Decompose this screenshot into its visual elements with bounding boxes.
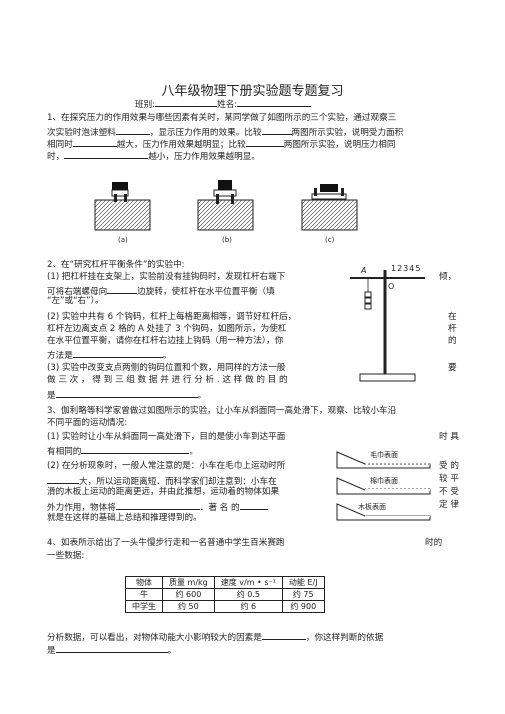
class-field: 班别: 姓名: [135, 97, 312, 111]
table-header-row: 物体 质量 m/kg 速度 v/m • s⁻¹ 动能 E/J [125, 576, 325, 589]
q2-line10: 做 三 次 ， 得 到 三 组 数 据 并 进 行 分 析 . 这 样 做 的 … [47, 375, 288, 385]
q2-line11: 是。 [47, 388, 206, 402]
q4-line4: 是。 [47, 643, 176, 657]
q4-line1: 4、如表所示给出了一头牛慢步行走和一名普通中学生百米赛跑 [47, 538, 285, 548]
q4-line1-end: 时的 [425, 538, 443, 548]
foam-pressure-figure [94, 180, 358, 231]
q4-line2: 一些数据: [47, 551, 85, 561]
incline-surfaces-figure [336, 451, 431, 521]
table-row: 牛 约 600 约 0.5 约 75 [125, 588, 325, 601]
figure-a-label: (a) [118, 236, 128, 244]
lever-scale-numbers: 12345 [391, 264, 422, 273]
name-label: 姓名: [217, 100, 238, 110]
q2-line6: 杠杆左边离支点 2 格的 A 处挂了 3 个钩码，如图所示，为使杠 [47, 324, 287, 334]
q3-line5-end: 受 的 [439, 461, 459, 471]
q3-line1: 3、伽利略等科学家曾做过如图所示的实验，让小车从斜面同一高处滑下，观察、比较小车… [47, 406, 397, 416]
q3-line3: (1) 实验时让小车从斜面同一高处滑下，目的是使小车到达平面 [47, 432, 286, 442]
q3-line8-end: 定 律 [439, 500, 459, 510]
figure-c-label: (c) [325, 236, 335, 244]
class-label: 班别: [135, 100, 156, 110]
q3-line6: 大，所以运动距离短．而科学家们却注意到：小车在 [47, 474, 277, 488]
q1-line3: 相同时越大，压力作用效果越明显；比较两图所示实验，说明压力相同 [47, 137, 395, 151]
figure-a [94, 182, 151, 231]
q3-line7: 滑的木板上运动的距离更远，并由此推想，运动着的物体如果 [47, 487, 280, 497]
surface-towel-label: 毛巾表面 [370, 451, 398, 459]
q2-line5-end: 在 [448, 312, 457, 322]
q2-line7: 在水平位置平衡，请你在杠杆右边挂上钩码（用一种方法），你 [47, 336, 284, 346]
table-row: 中学生 约 50 约 6 约 900 [125, 600, 325, 613]
q3-line6-end: 较 平 [439, 474, 459, 484]
lever-figure [350, 270, 425, 382]
q2-line8: 方法是。 [47, 348, 171, 362]
q3-line5: (2) 在分析现象时，一般人常注意的是：小车在毛巾上运动时所 [47, 461, 286, 471]
lever-pivot-o: O [388, 282, 395, 291]
q2-line4: “左”或“右”）。 [47, 296, 104, 306]
q3-line3-end: 时 具 [439, 432, 459, 442]
q2-line3: 可将右端螺母向边旋转，使杠杆在水平位置平衡（填 [47, 284, 275, 298]
q2-line2-end: 倾， [439, 272, 457, 282]
q2-line1: 2、在“研究杠杆平衡条件”的实验中: [47, 260, 185, 270]
q2-line9: (3) 实验中改变支点两侧的钩码位置和个数，用同样的方法一般 [47, 363, 286, 373]
page-title: 八年级物理下册实验题专题复习 [161, 84, 344, 99]
q2-line7-end: 的 [448, 336, 457, 346]
q1-line4: 时，越小，压力作用效果越明显。 [47, 149, 260, 163]
surface-wood-label: 木板表面 [358, 503, 386, 511]
q1-line1: 1、在探究压力的作用效果与哪些因素有关时，某同学做了如图所示的三个实验，通过观察… [47, 113, 397, 123]
q2-line5: (2) 实验中共有 6 个钩码，杠杆上每格距离相等，调节好杠杆后， [47, 312, 297, 322]
q4-line3: 分析数据，可以看出，对物体动能大小影响较大的因素是，你这样判断的依据 [47, 630, 383, 644]
figure-b [197, 180, 254, 231]
surface-cotton-label: 棉巾表面 [370, 477, 398, 485]
q3-line8: 外力作用，物体将．著 名 的 [47, 500, 268, 514]
lever-point-a: A [361, 266, 367, 275]
q3-line2: 不同平面的运动情况: [47, 418, 128, 428]
kinetic-energy-table: 物体 质量 m/kg 速度 v/m • s⁻¹ 动能 E/J 牛 约 600 约… [125, 576, 325, 613]
q3-line7-end: 不 受 [439, 487, 459, 497]
figure-c [301, 184, 358, 231]
q1-line2: 次实验时泡沫塑料，显示压力作用的效果。比较两图所示实验，说明受力面积 [47, 125, 403, 139]
q3-line4: 有相同的。 [47, 444, 198, 458]
q2-line2: (1) 把杠杆挂在支架上，实验前没有挂钩码时，发现杠杆右端下 [47, 272, 286, 282]
q2-line6-end: 杆 [448, 324, 457, 334]
figure-b-label: (b) [222, 236, 232, 244]
q2-line9-end: 要 [448, 363, 457, 373]
q3-line9: 就是在这样的基础上总结和推理得到的。 [47, 513, 202, 523]
